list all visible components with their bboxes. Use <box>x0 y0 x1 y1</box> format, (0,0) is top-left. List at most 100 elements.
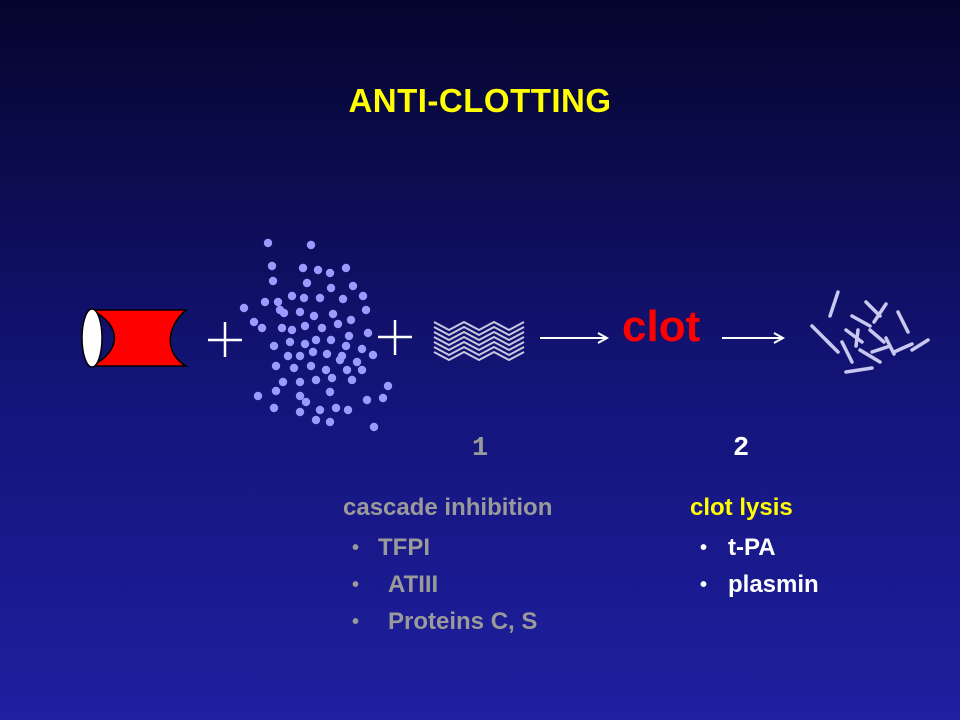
bullet-icon: • <box>700 537 708 559</box>
arrow-right-icon <box>722 332 786 344</box>
platelet-dot <box>267 261 277 271</box>
plus-icon <box>208 322 242 357</box>
fibrin-strand <box>433 350 525 362</box>
fibrin-fragment <box>892 342 914 354</box>
platelet-dot <box>269 403 279 413</box>
list-item: • Proteins C, S <box>352 608 538 635</box>
platelet-dot <box>344 331 354 341</box>
platelet-dot <box>331 403 341 413</box>
cascade-inhibition-list: • TFPI • ATIII • Proteins C, S <box>352 533 537 644</box>
fibrin-strand <box>433 330 525 342</box>
platelet-dot <box>301 397 311 407</box>
platelet-dot <box>295 377 305 387</box>
platelet-dot <box>308 347 318 357</box>
bullet-icon: • <box>352 611 360 633</box>
bullet-icon: • <box>352 574 360 596</box>
platelet-dot <box>239 303 249 313</box>
cascade-inhibition-heading: cascade inhibition <box>343 494 553 521</box>
platelet-dot <box>341 263 351 273</box>
platelet-dot <box>287 325 297 335</box>
platelet-dot <box>287 291 297 301</box>
platelet-dot <box>271 361 281 371</box>
fibrin-fragment <box>850 314 872 328</box>
platelet-dot <box>295 351 305 361</box>
platelet-dot <box>352 357 362 367</box>
platelet-dot <box>313 265 323 275</box>
platelet-dot <box>268 276 278 286</box>
fibrin-strands-icon <box>433 320 525 362</box>
fibrin-fragment <box>844 366 874 374</box>
platelet-dot <box>325 387 335 397</box>
platelet-dot <box>309 311 319 321</box>
platelet-dot <box>271 386 281 396</box>
fibrin-fragment <box>872 302 888 324</box>
platelet-dot <box>311 375 321 385</box>
platelet-dot <box>341 341 351 351</box>
clot-lysis-heading: clot lysis <box>690 494 793 521</box>
fibrin-fragment <box>868 328 886 344</box>
platelet-dot <box>311 415 321 425</box>
step-number-1: 1 <box>472 434 489 464</box>
platelet-dot <box>295 391 305 401</box>
fibrin-strand <box>433 320 525 332</box>
bullet-icon: • <box>352 537 360 559</box>
platelet-dot <box>327 373 337 383</box>
fibrin-strand <box>433 340 525 352</box>
platelet-dot <box>260 297 270 307</box>
platelet-dot <box>361 305 371 315</box>
bullet-icon: • <box>700 574 708 596</box>
platelet-dot <box>317 323 327 333</box>
platelet-dot <box>278 377 288 387</box>
platelet-dot <box>299 293 309 303</box>
platelet-dot <box>315 405 325 415</box>
platelet-dot <box>300 339 310 349</box>
platelet-dot <box>335 355 345 365</box>
platelet-dot <box>343 405 353 415</box>
platelet-dot <box>311 335 321 345</box>
platelet-dot <box>362 395 372 405</box>
platelet-dot <box>315 293 325 303</box>
page-title: ANTI-CLOTTING <box>348 82 612 119</box>
platelet-dot <box>249 317 259 327</box>
fibrin-fragments-icon <box>810 290 930 374</box>
platelet-dot <box>295 307 305 317</box>
platelet-dot <box>275 305 285 315</box>
clot-lysis-list: • t-PA • plasmin <box>700 533 819 607</box>
fibrin-fragment <box>844 328 864 344</box>
platelet-dot <box>342 365 352 375</box>
platelet-dot <box>302 278 312 288</box>
platelet-dot <box>283 351 293 361</box>
fibrin-fragment <box>870 344 892 354</box>
fibrin-strand <box>433 345 525 357</box>
plus-icon <box>378 320 412 355</box>
platelet-dot <box>321 365 331 375</box>
platelet-dot <box>333 319 343 329</box>
fibrin-strand <box>433 325 525 337</box>
list-item: • t-PA <box>700 534 776 561</box>
platelet-dot <box>347 375 357 385</box>
fibrin-fragment <box>858 348 882 364</box>
platelet-dot <box>273 297 283 307</box>
blood-vessel-icon <box>81 308 189 368</box>
platelet-dot <box>285 337 295 347</box>
platelet-dot <box>378 393 388 403</box>
step-number-2: 2 <box>733 434 750 464</box>
fibrin-fragment <box>854 328 860 348</box>
fibrin-fragment <box>840 340 854 364</box>
platelet-dot <box>338 294 348 304</box>
platelet-dot <box>263 238 273 248</box>
platelet-dot <box>326 283 336 293</box>
platelet-dot <box>253 391 263 401</box>
clot-label: clot <box>622 302 701 351</box>
platelet-dot <box>363 328 373 338</box>
platelet-dot <box>369 422 379 432</box>
fibrin-fragment <box>828 290 840 318</box>
arrow-right-icon <box>540 332 610 344</box>
fibrin-fragment <box>910 338 930 352</box>
platelet-dot <box>325 268 335 278</box>
platelet-dot <box>306 361 316 371</box>
list-item: • TFPI <box>352 534 430 561</box>
platelet-cluster-icon <box>239 238 393 432</box>
platelet-dot <box>269 341 279 351</box>
